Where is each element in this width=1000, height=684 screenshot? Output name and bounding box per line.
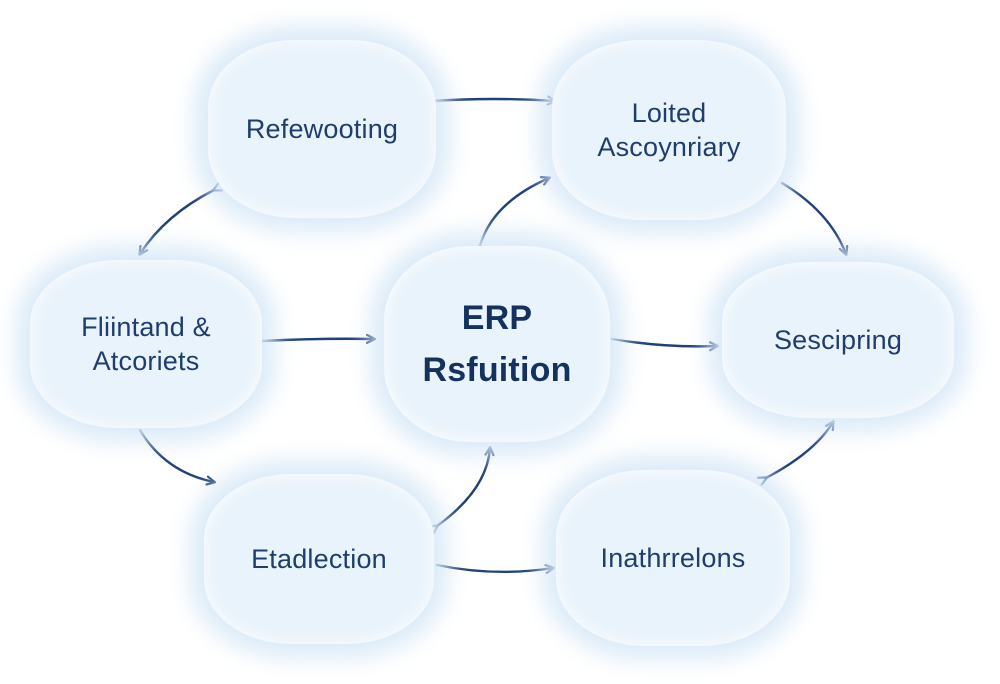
node-mid-right: Sescipring bbox=[722, 262, 954, 418]
node-top-left: Refewooting bbox=[208, 40, 436, 218]
node-mid-left-label-line2: Atcoriets bbox=[92, 346, 200, 376]
node-bottom-right-label: Inathrrelons bbox=[600, 543, 746, 573]
arrow-mid-left-to-center bbox=[260, 339, 374, 341]
arrow-top-left-mid-left bbox=[140, 190, 214, 254]
node-center: ERP Rsfuition bbox=[384, 246, 610, 442]
node-bottom-right: Inathrrelons bbox=[556, 470, 790, 646]
node-mid-left-label-line1: Fliintand & bbox=[81, 312, 211, 342]
node-mid-left: Fliintand & Atcoriets bbox=[30, 260, 262, 428]
node-mid-right-label: Sescipring bbox=[773, 325, 903, 355]
center-title-line1: ERP bbox=[461, 299, 533, 337]
arrow-center-to-mid-right bbox=[610, 337, 717, 346]
arrow-top-left-to-top-right bbox=[430, 99, 555, 101]
arrow-top-right-to-mid-right bbox=[780, 181, 846, 254]
node-bottom-left-label: Etadlection bbox=[251, 544, 387, 574]
arrow-bottom-left-center bbox=[437, 448, 490, 526]
arrow-center-top-right bbox=[480, 178, 549, 246]
node-top-right: Loited Ascoynriary bbox=[552, 40, 786, 220]
node-top-right-label-line1: Loited bbox=[631, 98, 707, 128]
arrow-mid-left-to-bottom-left bbox=[138, 428, 214, 482]
center-title-line2: Rsfuition bbox=[422, 351, 572, 389]
arrow-bottom-left-to-bottom-right bbox=[435, 563, 553, 572]
node-top-left-label: Refewooting bbox=[245, 114, 399, 144]
node-top-right-label-line2: Ascoynriary bbox=[597, 132, 741, 162]
node-bottom-left: Etadlection bbox=[204, 474, 434, 644]
arrow-bottom-right-mid-right bbox=[766, 422, 833, 478]
